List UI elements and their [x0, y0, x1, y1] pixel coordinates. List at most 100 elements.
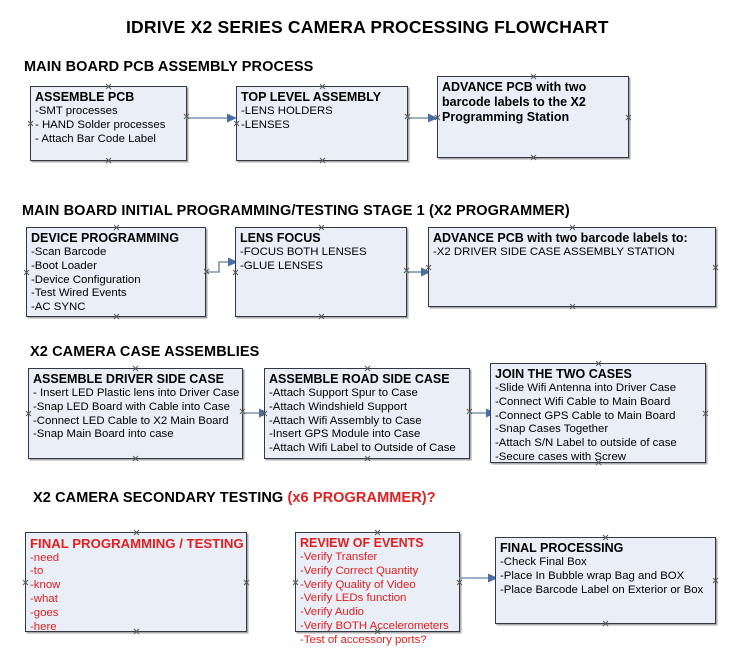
handle-left-icon[interactable] [292, 579, 299, 586]
node-join-the-two-cases[interactable]: JOIN THE TWO CASES -Slide Wifi Antenna i… [490, 363, 706, 463]
node-line: -Attach Wifi Label to Outside of Case [269, 442, 456, 455]
node-line: -AC SYNC [31, 301, 86, 314]
handle-top-icon[interactable] [318, 224, 325, 231]
node-line: -Verify Audio [300, 606, 364, 619]
node-title: ADVANCE PCB with two barcode labels to t… [442, 80, 587, 124]
node-line: -Slide Wifi Antenna into Driver Case [495, 381, 677, 394]
node-line: -Connect LED Cable to X2 Main Board [33, 414, 229, 427]
node-advance-pcb-to-driver-side-case[interactable]: ADVANCE PCB with two barcode labels to: … [428, 227, 716, 307]
node-line: -Device Configuration [31, 273, 141, 286]
node-title: DEVICE PROGRAMMING [31, 231, 179, 245]
section-heading-x2-camera-case-assemblies: X2 CAMERA CASE ASSEMBLIES [30, 344, 259, 360]
node-line: -SMT processes [35, 104, 118, 117]
handle-top-icon[interactable] [595, 360, 602, 367]
node-line: -here [30, 621, 57, 634]
handle-bottom-icon[interactable] [132, 455, 139, 462]
handle-left-icon[interactable] [23, 269, 30, 276]
handle-right-icon[interactable] [712, 577, 719, 584]
connector-device-programming-to-lens-focus [205, 257, 238, 273]
handle-top-icon[interactable] [602, 534, 609, 541]
section-heading-main-board-initial-programming: MAIN BOARD INITIAL PROGRAMMING/TESTING S… [22, 203, 570, 219]
node-line: -Snap Cases Together [495, 423, 609, 436]
handle-right-icon[interactable] [702, 410, 709, 417]
node-final-processing[interactable]: FINAL PROCESSING -Check Final Box -Place… [495, 537, 716, 624]
handle-top-icon[interactable] [530, 73, 537, 80]
node-line: -Attach Wifi Assembly to Case [269, 414, 422, 427]
handle-right-icon[interactable] [712, 264, 719, 271]
handle-top-icon[interactable] [569, 224, 576, 231]
node-assemble-road-side-case[interactable]: ASSEMBLE ROAD SIDE CASE -Attach Support … [264, 368, 470, 459]
node-assemble-pcb[interactable]: ASSEMBLE PCB -SMT processes - HAND Solde… [30, 86, 187, 161]
handle-bottom-icon[interactable] [530, 154, 537, 161]
handle-top-icon[interactable] [113, 224, 120, 231]
node-title: TOP LEVEL ASSEMBLY [241, 90, 382, 104]
node-line: -Place Barcode Label on Exterior or Box [500, 583, 704, 596]
handle-bottom-icon[interactable] [318, 313, 325, 320]
connector-review-of-events-to-final-processing [459, 573, 498, 583]
node-line: -Verify Correct Quantity [300, 564, 419, 577]
node-final-programming-testing[interactable]: FINAL PROGRAMMING / TESTING -need -to -k… [22, 529, 250, 634]
handle-right-icon[interactable] [243, 579, 250, 586]
node-line: -what [30, 593, 58, 606]
handle-top-icon[interactable] [133, 529, 140, 536]
handle-left-icon[interactable] [22, 579, 29, 586]
node-line: -X2 DRIVER SIDE CASE ASSEMBLY STATION [433, 245, 675, 258]
node-line: -need [30, 551, 60, 564]
handle-top-icon[interactable] [374, 529, 381, 536]
node-line: -Attach Windshield Support [269, 400, 408, 413]
node-line: -GLUE LENSES [240, 259, 323, 272]
handle-top-icon[interactable] [364, 365, 371, 372]
node-title: ASSEMBLE DRIVER SIDE CASE [33, 372, 225, 386]
node-line: -Scan Barcode [31, 245, 107, 258]
document-title: IDRIVE X2 SERIES CAMERA PROCESSING FLOWC… [126, 17, 609, 37]
node-line: -Verify BOTH Accelerometers [300, 620, 449, 633]
node-line: -LENSES [241, 118, 290, 131]
node-line: -to [30, 565, 44, 578]
handle-bottom-icon[interactable] [602, 620, 609, 627]
node-line: - Attach Bar Code Label [35, 132, 156, 145]
node-top-level-assembly[interactable]: TOP LEVEL ASSEMBLY -LENS HOLDERS -LENSES [236, 86, 408, 161]
connector-assemble-pcb-to-top-level-assembly [186, 113, 237, 123]
handle-top-icon[interactable] [105, 83, 112, 90]
node-title: REVIEW OF EVENTS [300, 536, 424, 550]
handle-left-icon[interactable] [25, 410, 32, 417]
node-line: -Connect GPS Cable to Main Board [495, 409, 676, 422]
node-line: -Verify Transfer [300, 550, 378, 563]
section-heading-main-board-pcb-assembly: MAIN BOARD PCB ASSEMBLY PROCESS [24, 59, 313, 75]
node-line: - HAND Solder processes [35, 118, 166, 131]
handle-bottom-icon[interactable] [569, 303, 576, 310]
node-line: -Attach S/N Label to outside of case [495, 437, 677, 450]
node-device-programming[interactable]: DEVICE PROGRAMMING -Scan Barcode -Boot L… [26, 227, 206, 317]
section-heading-text: MAIN BOARD PCB ASSEMBLY PROCESS [24, 59, 314, 75]
handle-left-icon[interactable] [27, 120, 34, 127]
node-line: -know [30, 579, 61, 592]
node-line: -Boot Loader [31, 259, 97, 272]
connector-top-level-assembly-to-advance-pcb [407, 113, 438, 123]
section-heading-text: X2 CAMERA CASE ASSEMBLIES [30, 344, 260, 360]
node-line: -Attach Support Spur to Case [269, 386, 418, 399]
node-line: -LENS HOLDERS [241, 104, 333, 117]
node-line: -Insert GPS Module into Case [269, 428, 421, 441]
handle-top-icon[interactable] [319, 83, 326, 90]
node-line: -Snap LED Board with Cable into Case [33, 400, 230, 413]
handle-bottom-icon[interactable] [105, 157, 112, 164]
node-title: FINAL PROCESSING [500, 541, 624, 555]
node-line: -goes [30, 607, 59, 620]
node-line: -FOCUS BOTH LENSES [240, 245, 367, 258]
node-line: - Insert LED Plastic lens into Driver Ca… [33, 386, 240, 399]
node-line: -Verify LEDs function [300, 592, 407, 605]
node-assemble-driver-side-case[interactable]: ASSEMBLE DRIVER SIDE CASE - Insert LED P… [28, 368, 243, 459]
handle-bottom-icon[interactable] [319, 157, 326, 164]
node-advance-pcb-to-x2-programming-station[interactable]: ADVANCE PCB with two barcode labels to t… [437, 76, 629, 158]
node-line-overflow: -Test of accessory ports? [300, 634, 427, 647]
node-line: -Secure cases with Screw [495, 451, 627, 464]
node-review-of-events[interactable]: REVIEW OF EVENTS -Verify Transfer -Verif… [292, 529, 460, 646]
node-line: -Connect Wifi Cable to Main Board [495, 395, 671, 408]
node-line: -Check Final Box [500, 555, 587, 568]
node-title: ADVANCE PCB with two barcode labels to: [433, 231, 688, 245]
handle-right-icon[interactable] [625, 114, 632, 121]
section-heading-text: MAIN BOARD INITIAL PROGRAMMING/TESTING S… [22, 203, 570, 219]
node-lens-focus[interactable]: LENS FOCUS -FOCUS BOTH LENSES -GLUE LENS… [235, 227, 407, 317]
handle-top-icon[interactable] [132, 365, 139, 372]
